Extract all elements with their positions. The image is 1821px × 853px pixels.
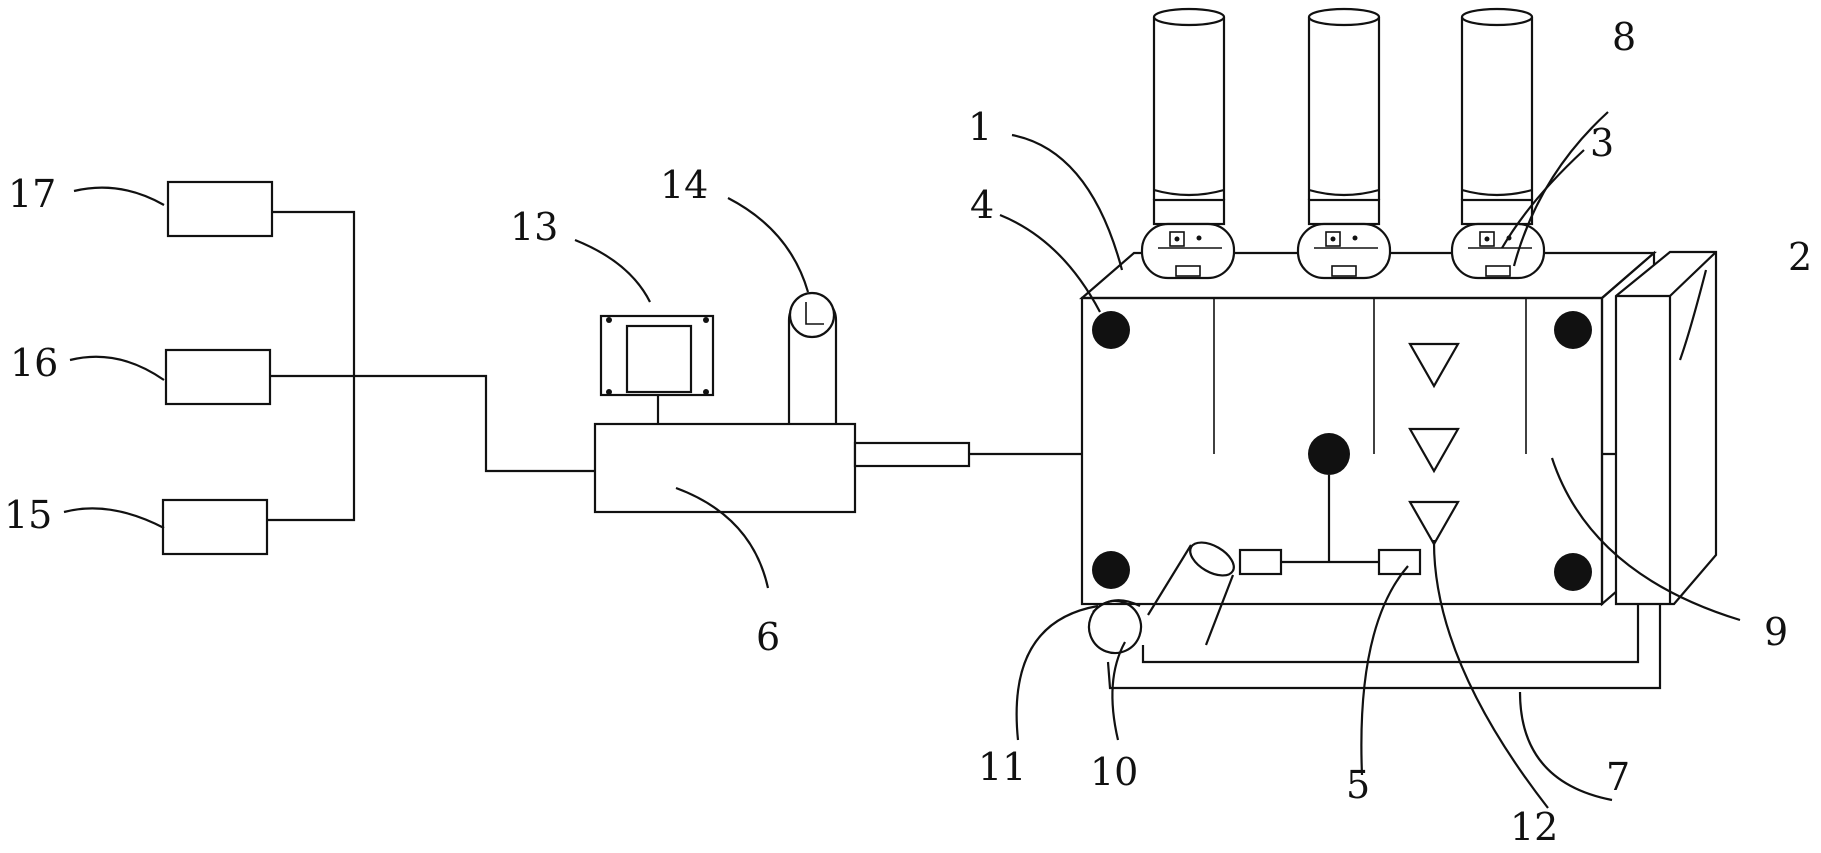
label-4: 4 bbox=[970, 183, 994, 227]
label-6: 6 bbox=[756, 615, 780, 659]
main-block-1 bbox=[1082, 253, 1654, 604]
cylinder-8c bbox=[1452, 9, 1544, 278]
label-16: 16 bbox=[10, 341, 58, 385]
cylinder-8b bbox=[1298, 9, 1390, 278]
label-7: 7 bbox=[1606, 755, 1630, 799]
label-14: 14 bbox=[660, 163, 708, 207]
label-3: 3 bbox=[1590, 121, 1614, 165]
control-wiring bbox=[267, 212, 595, 520]
label-9: 9 bbox=[1764, 610, 1788, 654]
module-16 bbox=[166, 350, 270, 404]
gauge-14 bbox=[789, 293, 836, 424]
label-15: 15 bbox=[4, 493, 52, 537]
label-8: 8 bbox=[1612, 15, 1636, 59]
label-10: 10 bbox=[1090, 750, 1138, 794]
pipe-7 bbox=[1108, 604, 1660, 688]
cylinder-8a bbox=[1142, 9, 1234, 278]
label-5: 5 bbox=[1346, 763, 1370, 807]
label-17: 17 bbox=[8, 172, 56, 216]
module-17 bbox=[168, 182, 272, 236]
label-2: 2 bbox=[1788, 235, 1812, 279]
panel-2 bbox=[1616, 252, 1716, 604]
label-1: 1 bbox=[968, 105, 992, 149]
module-15 bbox=[163, 500, 267, 554]
label-11: 11 bbox=[978, 745, 1026, 789]
label-12: 12 bbox=[1510, 805, 1558, 849]
frame-13 bbox=[601, 316, 713, 424]
label-13: 13 bbox=[510, 205, 558, 249]
